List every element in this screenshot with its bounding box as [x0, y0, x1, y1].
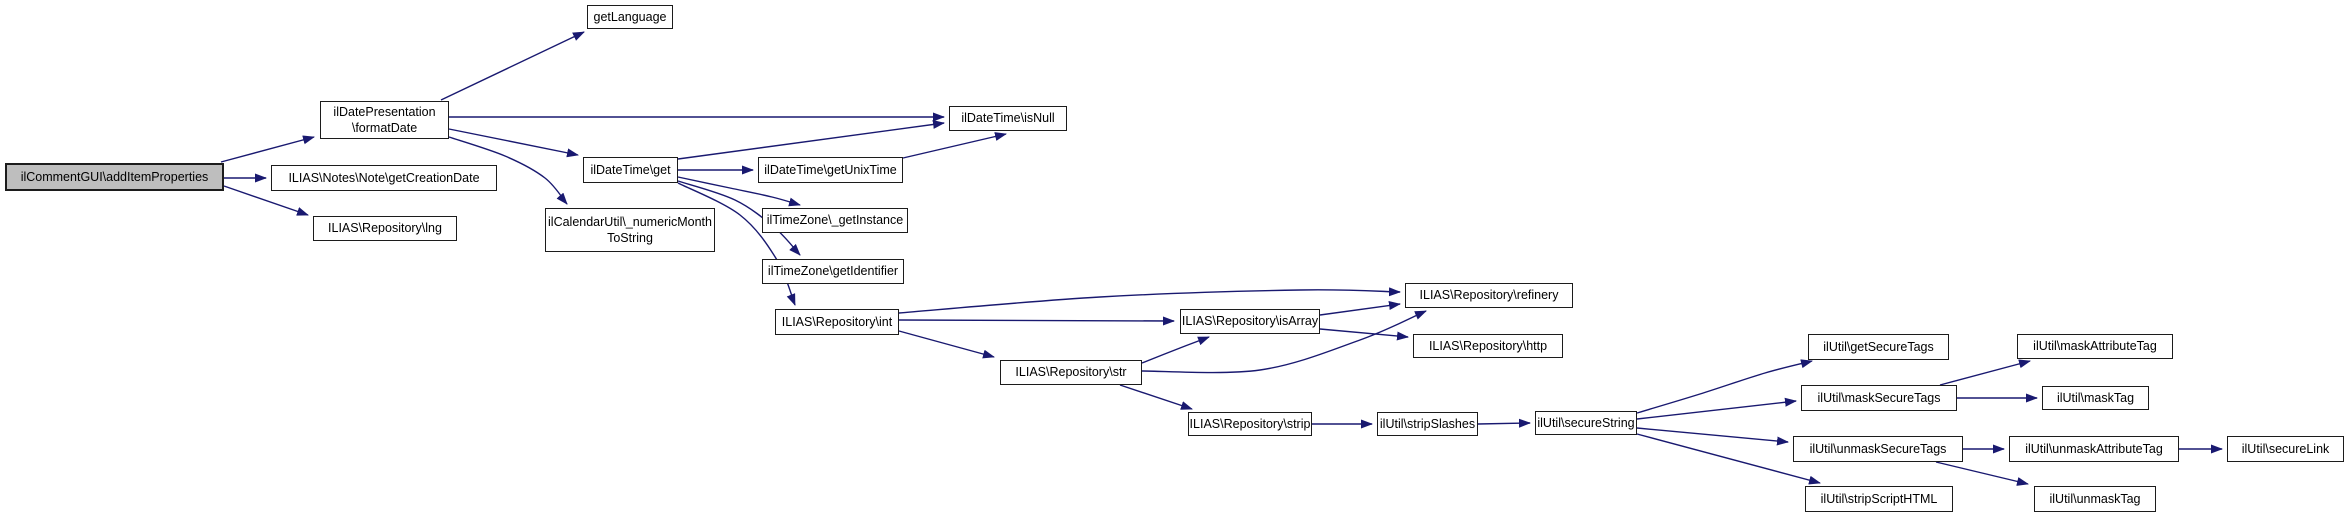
edge-addItemProperties-to-formatDate	[220, 135, 315, 163]
node-maskTag[interactable]: ilUtil\maskTag	[2042, 386, 2149, 410]
edge-str-to-strip	[1119, 384, 1193, 410]
edge-secureString-to-maskSecureTags	[1636, 397, 1797, 420]
node-formatDate[interactable]: ilDatePresentation \formatDate	[320, 101, 449, 139]
node-secureLink[interactable]: ilUtil\secureLink	[2227, 436, 2344, 462]
edge-unmaskSecureTags-to-unmaskTag	[1935, 461, 2029, 486]
node-addItemProperties[interactable]: ilCommentGUI\addItemProperties	[5, 163, 224, 191]
edge-secureString-to-getSecureTags	[1636, 359, 1813, 414]
node-stripScriptHTML[interactable]: ilUtil\stripScriptHTML	[1805, 486, 1953, 512]
edge-get-to-isNull	[677, 120, 945, 160]
node-getLanguage[interactable]: getLanguage	[587, 5, 673, 29]
node-getInstance[interactable]: ilTimeZone\_getInstance	[762, 208, 908, 233]
edge-isArray-to-refinery	[1319, 301, 1401, 316]
node-get[interactable]: ilDateTime\get	[583, 157, 678, 183]
node-getSecureTags[interactable]: ilUtil\getSecureTags	[1808, 334, 1949, 360]
node-secureString[interactable]: ilUtil\secureString	[1535, 411, 1637, 435]
node-lng[interactable]: ILIAS\Repository\lng	[313, 216, 457, 241]
node-unmaskTag[interactable]: ilUtil\unmaskTag	[2034, 486, 2156, 512]
node-maskAttributeTag[interactable]: ilUtil\maskAttributeTag	[2017, 334, 2173, 359]
edge-secureString-to-unmaskSecureTags	[1636, 427, 1789, 446]
node-unmaskSecureTags[interactable]: ilUtil\unmaskSecureTags	[1793, 436, 1963, 462]
node-numericMonthToString[interactable]: ilCalendarUtil\_numericMonth ToString	[545, 208, 715, 252]
node-unmaskAttributeTag[interactable]: ilUtil\unmaskAttributeTag	[2009, 436, 2179, 462]
edge-maskSecureTags-to-maskAttributeTag	[1939, 359, 2031, 386]
node-stripSlashes[interactable]: ilUtil\stripSlashes	[1377, 412, 1478, 436]
edge-formatDate-to-getLanguage	[440, 31, 585, 101]
node-maskSecureTags[interactable]: ilUtil\maskSecureTags	[1801, 385, 1957, 411]
edge-formatDate-to-get	[448, 128, 579, 158]
node-isNull[interactable]: ilDateTime\isNull	[949, 106, 1067, 131]
node-str[interactable]: ILIAS\Repository\str	[1000, 360, 1142, 385]
edge-int-to-str	[898, 330, 995, 359]
node-int[interactable]: ILIAS\Repository\int	[775, 309, 899, 335]
node-getUnixTime[interactable]: ilDateTime\getUnixTime	[758, 157, 903, 183]
edge-stripSlashes-to-secureString	[1477, 418, 1531, 428]
node-refinery[interactable]: ILIAS\Repository\refinery	[1405, 283, 1573, 308]
edge-str-to-isArray	[1141, 336, 1210, 364]
edge-isArray-to-http	[1319, 328, 1409, 341]
node-isArray[interactable]: ILIAS\Repository\isArray	[1180, 309, 1320, 334]
node-http[interactable]: ILIAS\Repository\http	[1413, 334, 1563, 358]
edge-int-to-isArray	[898, 316, 1175, 326]
edge-getUnixTime-to-isNull	[902, 132, 1007, 159]
edge-int-to-refinery	[898, 287, 1401, 314]
node-getCreationDate[interactable]: ILIAS\Notes\Note\getCreationDate	[271, 165, 497, 191]
node-strip[interactable]: ILIAS\Repository\strip	[1188, 412, 1312, 436]
node-getIdentifier[interactable]: ilTimeZone\getIdentifier	[762, 259, 904, 284]
